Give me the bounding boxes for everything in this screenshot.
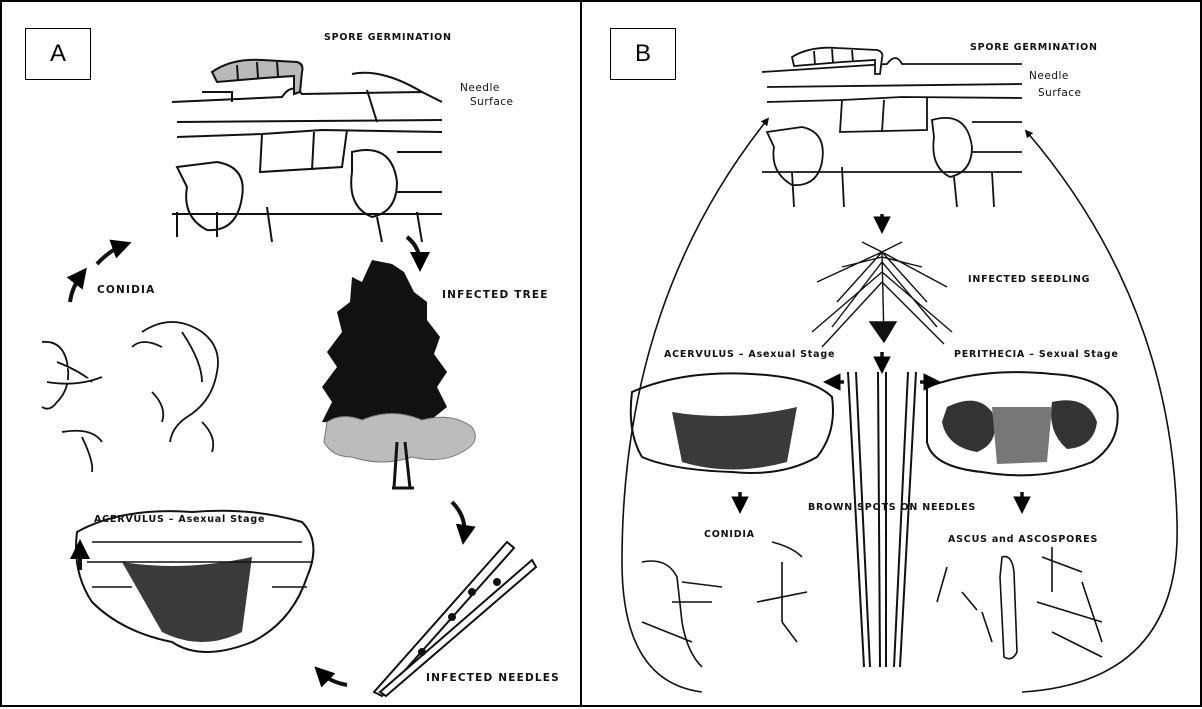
label-surface-a: Surface	[470, 96, 514, 109]
label-spore-germination-b: SPORE GERMINATION	[970, 42, 1098, 53]
panel-b: B SPORE GERMINATION Needle Surface INFEC…	[580, 0, 1202, 707]
label-acervulus-b: ACERVULUS – Asexual Stage	[664, 349, 835, 360]
label-infected-seedling: INFECTED SEEDLING	[968, 274, 1090, 285]
label-needle-a: Needle	[460, 82, 500, 95]
acervulus-illustration-b	[631, 373, 833, 473]
label-needle-b: Needle	[1029, 70, 1069, 83]
conidia-illustration-b	[642, 542, 807, 667]
infected-seedling-illustration	[812, 242, 952, 347]
label-conidia-a: CONIDIA	[97, 284, 155, 296]
panel-a-letter: A	[25, 28, 91, 80]
perithecia-illustration	[927, 372, 1118, 475]
brown-spot-needles	[848, 372, 916, 667]
label-spore-germination-a: SPORE GERMINATION	[324, 32, 452, 43]
needle-surface-cells-a	[172, 73, 442, 242]
ascus-illustration	[937, 547, 1102, 659]
panel-a: A SPORE GERMINATION Needle Surface INFEC…	[0, 0, 582, 707]
conidia-illustration-a	[42, 322, 218, 472]
label-infected-needles: INFECTED NEEDLES	[426, 672, 560, 684]
needle-surface-cells-b	[762, 58, 1022, 207]
label-acervulus-a: ACERVULUS – Asexual Stage	[94, 514, 265, 525]
label-ascus: ASCUS and ASCOSPORES	[948, 534, 1098, 545]
acervulus-illustration-a	[76, 511, 313, 652]
label-perithecia: PERITHECIA – Sexual Stage	[954, 349, 1119, 360]
label-brown-spots: BROWN SPOTS ON NEEDLES	[808, 502, 976, 513]
label-conidia-b: CONIDIA	[704, 529, 755, 540]
label-surface-b: Surface	[1038, 87, 1082, 100]
panel-b-letter: B	[610, 28, 676, 80]
label-infected-tree: INFECTED TREE	[442, 289, 549, 301]
